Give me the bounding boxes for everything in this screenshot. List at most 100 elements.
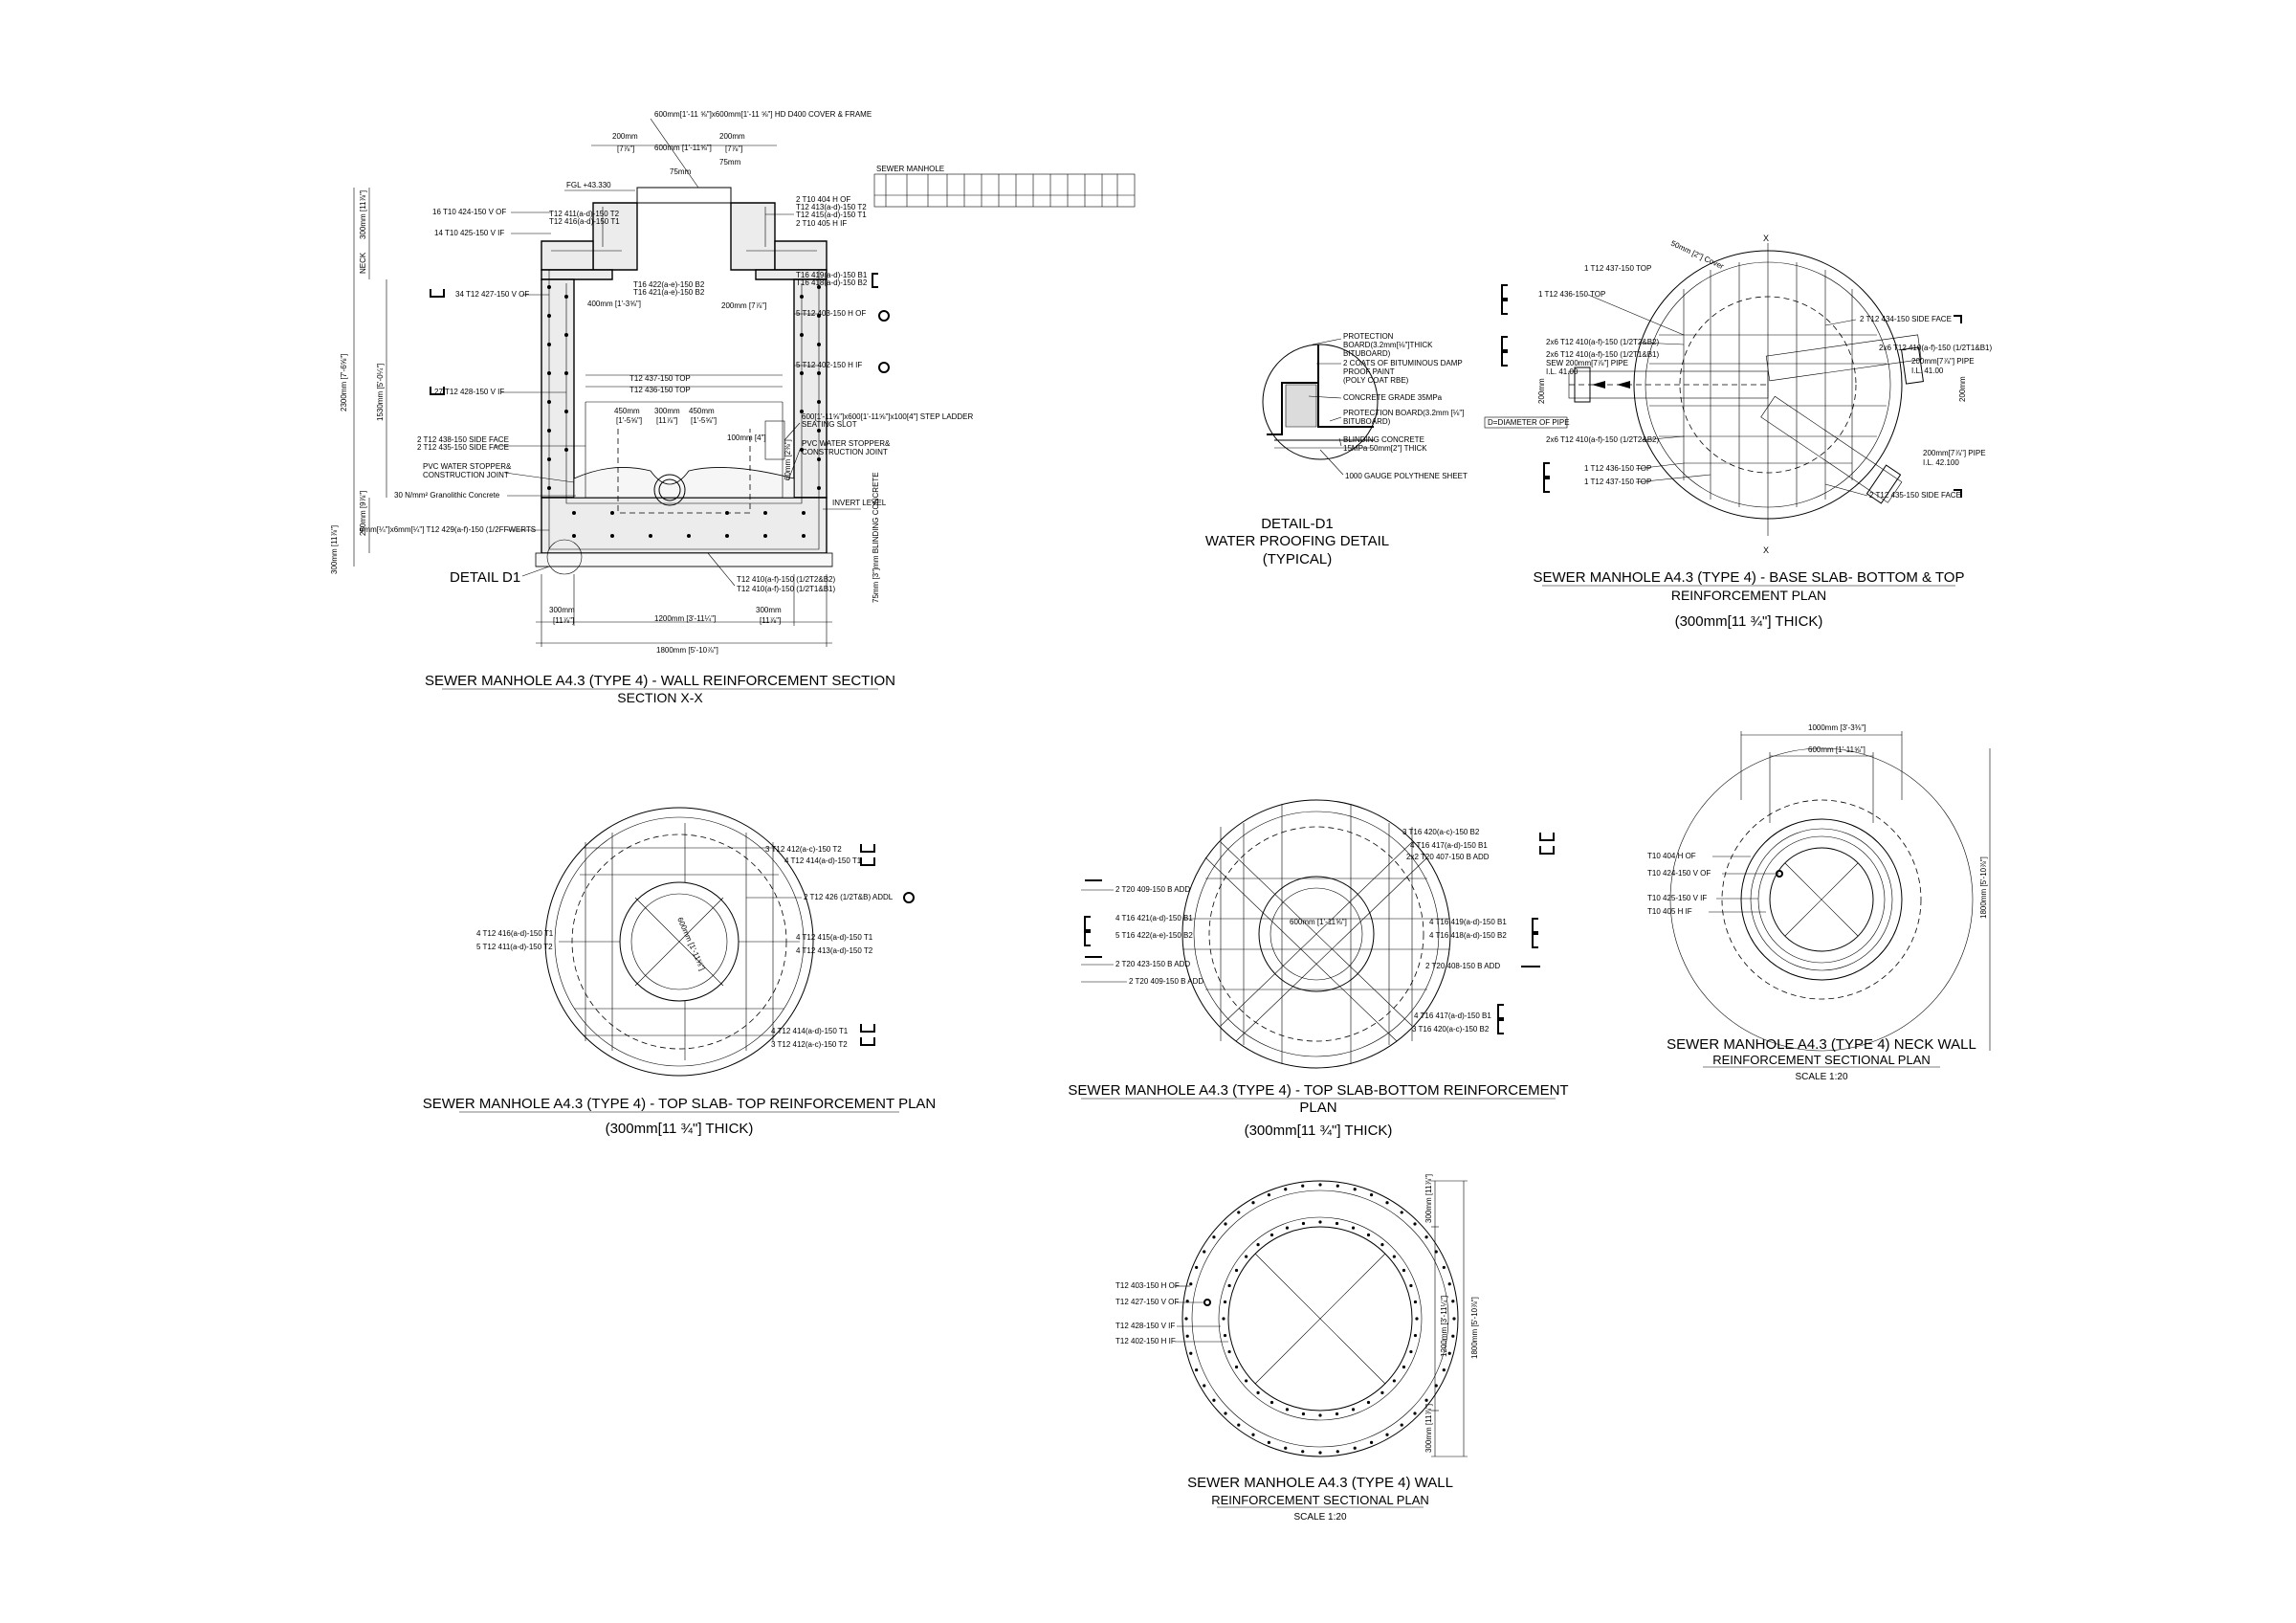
wall-dim-top: 300mm [11⅞"]: [1424, 1174, 1433, 1223]
rebar-dot: [1424, 1398, 1428, 1402]
label-r2: T12 415(a-d)-150 T1: [796, 211, 867, 219]
detail-l0: PROTECTION: [1343, 332, 1394, 341]
neck-title: SEWER MANHOLE A4.3 (TYPE 4) NECK WALL: [1667, 1036, 1976, 1053]
section-mark-top: X: [1763, 233, 1769, 243]
bottom-right-labels: 3 T16 420(a-c)-150 B2 4 T16 417(a-d)-150…: [1402, 828, 1507, 1034]
label-r5: T16 418(a-d)-150 B2: [796, 278, 868, 287]
wall-dim-bottom: 300mm [11⅞"]: [1424, 1404, 1433, 1453]
base-l12: 2 T12 435-150 SIDE FACE: [1869, 491, 1961, 500]
base-l15: 200mm[7⅞"] PIPE: [1911, 357, 1975, 366]
inner-3: T16 421(a-e)-150 B2: [633, 288, 705, 297]
wall-l2: T12 428-150 V IF: [1115, 1322, 1175, 1330]
rebar-dot: [1256, 1243, 1260, 1247]
top-r4: 4 T12 413(a-d)-150 T2: [796, 946, 873, 955]
neck-dim-inner: 600mm [1'-11⅝"]: [1808, 745, 1866, 754]
rebar-dot: [1385, 1433, 1389, 1436]
base-l4: 2x6 T12 410(a-f)-150 (1/2T2&B2): [1546, 338, 1659, 346]
label-l5: 2 T12 435-150 SIDE FACE: [417, 443, 509, 452]
neck-scale: SCALE 1:20: [1795, 1072, 1847, 1082]
rebar-dot: [1245, 1379, 1248, 1383]
rebar-dot: [1223, 1333, 1227, 1338]
rebar-dot: [1269, 1233, 1274, 1237]
rebar-dot: [1434, 1384, 1438, 1388]
label-r7: 5 T12 402-150 H IF: [796, 361, 862, 369]
label-l1: 14 T10 425-150 V IF: [434, 229, 504, 237]
inner-0: T12 411(a-d)-150 T2: [549, 210, 620, 218]
detail-title: DETAIL-D1: [1261, 516, 1334, 532]
rebar-dot: [1184, 1317, 1188, 1321]
base-l16: I.L. 41.00: [1911, 367, 1944, 375]
inner-4: 400mm [1'-3⅝"]: [587, 300, 641, 308]
section-right-labels: 2 T10 404 H OF T12 413(a-d)-150 T2 T12 4…: [707, 195, 973, 593]
wall-bar-dots: [547, 285, 821, 538]
rebar-dot: [1335, 1412, 1339, 1416]
label-r10: PVC WATER STOPPER&: [802, 439, 891, 448]
neck-l0: T10 404 H OF: [1647, 852, 1696, 860]
bottom-left-labels: 2 T20 409-150 B ADD 4 T16 421(a-d)-150 B…: [1081, 885, 1203, 986]
inner-10: 450mm: [689, 407, 715, 415]
rebar-dot: [1318, 1413, 1322, 1417]
rebar-dot: [1285, 1226, 1290, 1230]
rebar-dot: [1336, 1184, 1339, 1188]
dim-height-blind: 300mm [11⅞"]: [330, 525, 339, 574]
label-r9: SEATING SLOT: [802, 420, 857, 429]
top-thick: (300mm[11 ¾"] THICK): [606, 1121, 754, 1137]
wall-title: SEWER MANHOLE A4.3 (TYPE 4) WALL: [1187, 1475, 1453, 1491]
base-l11: 1 T12 437-150 TOP: [1584, 478, 1651, 486]
rebar-dot: [1451, 1334, 1455, 1338]
top-grid-bars: [559, 823, 800, 1060]
base-l18: 200mm: [1537, 378, 1546, 404]
base-grid-bars: [1649, 262, 1887, 507]
dim-b4: [11⅞"]: [760, 616, 781, 625]
rebar-dot: [1212, 1235, 1216, 1239]
top-r3: 4 T12 415(a-d)-150 T1: [796, 933, 873, 942]
dim-b1: [11⅞"]: [553, 616, 574, 625]
rebar-dot: [1301, 1412, 1306, 1416]
rebar-dot: [1251, 1433, 1255, 1436]
rebar-dot: [1402, 1365, 1406, 1369]
rebar-dot: [1413, 1300, 1418, 1304]
label-r12: T12 410(a-f)-150 (1/2T2&B2): [737, 575, 835, 584]
rebar-dot: [1203, 1250, 1206, 1254]
rebar-dot: [1366, 1400, 1371, 1405]
top-right-labels: 3 T12 412(a-c)-150 T2 4 T12 414(a-d)-150…: [746, 845, 894, 1049]
rebar-dot: [1447, 1351, 1451, 1355]
label-r6: 5 T12 403-150 H OF: [796, 309, 866, 318]
rebar-dot: [1224, 1222, 1227, 1226]
rebar-dot: [1413, 1222, 1417, 1226]
waterproofing-detail: PROTECTION BOARD(3.2mm[⅛"]THICK BITUBOAR…: [1205, 332, 1468, 567]
rebar-dot: [1223, 1300, 1227, 1304]
bot-r3: 4 T16 419(a-d)-150 B1: [1429, 918, 1507, 926]
base-l0: 1 T12 437-150 TOP: [1584, 264, 1651, 273]
section-mark-bottom: X: [1763, 545, 1769, 555]
rebar-dot: [1269, 1400, 1274, 1405]
rebar-dot: [1227, 1349, 1231, 1354]
bot-r0: 3 T16 420(a-c)-150 B2: [1402, 828, 1480, 836]
label-l6: PVC WATER STOPPER&: [423, 462, 512, 471]
bar-shape-icons-right: [872, 273, 890, 373]
rebar-dot: [1256, 1390, 1260, 1394]
rebar-dot: [1353, 1188, 1357, 1191]
detail-leaders: [1308, 338, 1344, 476]
label-l0: 16 T10 424-150 V OF: [432, 208, 506, 216]
rebar-dot: [1284, 1188, 1288, 1191]
rebar-dot: [1369, 1440, 1374, 1444]
base-thick: (300mm[11 ¾"] THICK): [1675, 613, 1823, 630]
rebar-dot: [1366, 1233, 1371, 1237]
rebar-dot: [1237, 1211, 1241, 1214]
dim-b3: 300mm: [756, 606, 782, 614]
neck-l3: T10 405 H IF: [1647, 907, 1692, 916]
detail-l6: CONCRETE GRADE 35MPa: [1343, 393, 1443, 402]
section-left-labels: 16 T10 424-150 V OF 14 T10 425-150 V IF …: [360, 208, 585, 534]
bot-l1: 4 T16 421(a-d)-150 B1: [1115, 914, 1193, 923]
label-r11: CONSTRUCTION JOINT: [802, 448, 888, 456]
rebar-dot: [1185, 1300, 1189, 1303]
detail-l11: 1000 GAUGE POLYTHENE SHEET: [1345, 472, 1468, 480]
top-left-labels: 4 T12 416(a-d)-150 T1 5 T12 411(a-d)-150…: [476, 929, 554, 951]
rebar-dot: [1447, 1282, 1451, 1286]
rebar-dot: [1318, 1220, 1322, 1224]
bot-title: SEWER MANHOLE A4.3 (TYPE 4) - TOP SLAB-B…: [1068, 1082, 1568, 1099]
wall-dim-full: 1800mm [5'-10⅞"]: [1470, 1297, 1479, 1359]
dim-top-opening: 600mm [1'-11⅝"]: [654, 144, 712, 152]
rebar-dot: [1434, 1250, 1438, 1254]
